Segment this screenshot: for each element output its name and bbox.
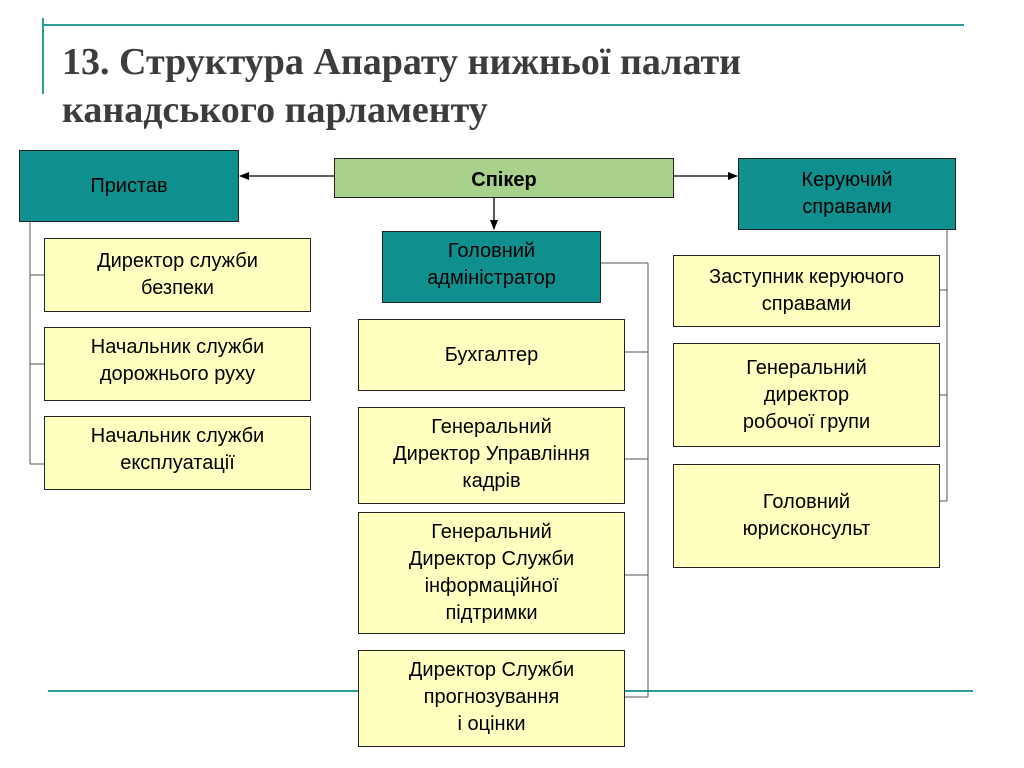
chief-admin-box: Головний адміністратор <box>382 231 601 303</box>
legal-counsel-line2: юрисконсульт <box>742 518 871 540</box>
left-bracket <box>29 222 44 465</box>
legal-counsel-box: Головний юрисконсульт <box>673 464 940 568</box>
forecasting-line2: прогнозування <box>423 686 560 708</box>
bailiff-box: Пристав <box>19 150 239 222</box>
accountant-box: Бухгалтер <box>358 319 625 391</box>
working-group-line2: директор <box>763 383 850 406</box>
working-group-director-box: Генеральний директор робочої групи <box>673 343 940 447</box>
bailiff-label: Пристав <box>90 174 168 197</box>
traffic-chief-line2: дорожнього руху <box>99 363 256 385</box>
legal-counsel-line1: Головний <box>762 491 851 513</box>
working-group-line1: Генеральний <box>746 356 867 379</box>
operations-chief-box: Начальник служби експлуатації <box>44 416 311 490</box>
manager-label-line1: Керуючий <box>801 169 893 191</box>
forecasting-director-box: Директор Служби прогнозування і оцінки <box>358 650 625 747</box>
security-director-line2: безпеки <box>141 277 214 299</box>
chief-admin-label-line1: Головний <box>447 240 536 262</box>
title-line-1: 13. Структура Апарату нижньої палати <box>62 41 742 83</box>
manager-box: Керуючий справами <box>738 158 956 230</box>
right-bracket <box>940 230 948 502</box>
deputy-manager-box: Заступник керуючого справами <box>673 255 940 327</box>
chief-admin-label-line2: адміністратор <box>427 267 556 289</box>
info-support-line2: Директор Служби <box>408 548 575 570</box>
security-director-box: Директор служби безпеки <box>44 238 311 312</box>
hr-director-line2: Директор Управління <box>393 443 590 465</box>
decorative-vertical-line <box>42 18 44 94</box>
security-director-line1: Директор служби <box>97 250 258 272</box>
hr-director-line1: Генеральний <box>431 416 552 438</box>
deputy-manager-line2: справами <box>761 293 852 315</box>
forecasting-line3: і оцінки <box>457 713 526 735</box>
decorative-top-line <box>42 24 964 26</box>
info-support-line4: підтримки <box>445 602 538 624</box>
traffic-chief-line1: Начальник служби <box>90 336 265 358</box>
deputy-manager-line1: Заступник керуючого <box>708 266 905 288</box>
accountant-line1: Бухгалтер <box>444 343 539 366</box>
working-group-line3: робочої групи <box>742 410 871 433</box>
hr-director-box: Генеральний Директор Управління кадрів <box>358 407 625 504</box>
speaker-box: Спікер <box>334 158 674 198</box>
slide-title: 13. Структура Апарату нижньої палати кан… <box>62 38 962 134</box>
operations-chief-line1: Начальник служби <box>90 425 265 447</box>
info-support-line3: інформаційної <box>424 575 559 597</box>
manager-label-line2: справами <box>802 196 892 218</box>
hr-director-line3: кадрів <box>462 470 521 492</box>
info-support-director-box: Генеральний Директор Служби інформаційно… <box>358 512 625 634</box>
info-support-line1: Генеральний <box>431 521 552 543</box>
title-line-2: канадського парламенту <box>62 89 488 131</box>
traffic-chief-box: Начальник служби дорожнього руху <box>44 327 311 401</box>
center-bracket <box>601 262 649 698</box>
operations-chief-line2: експлуатації <box>120 452 235 474</box>
speaker-label: Спікер <box>471 169 537 191</box>
forecasting-line1: Директор Служби <box>408 659 575 681</box>
